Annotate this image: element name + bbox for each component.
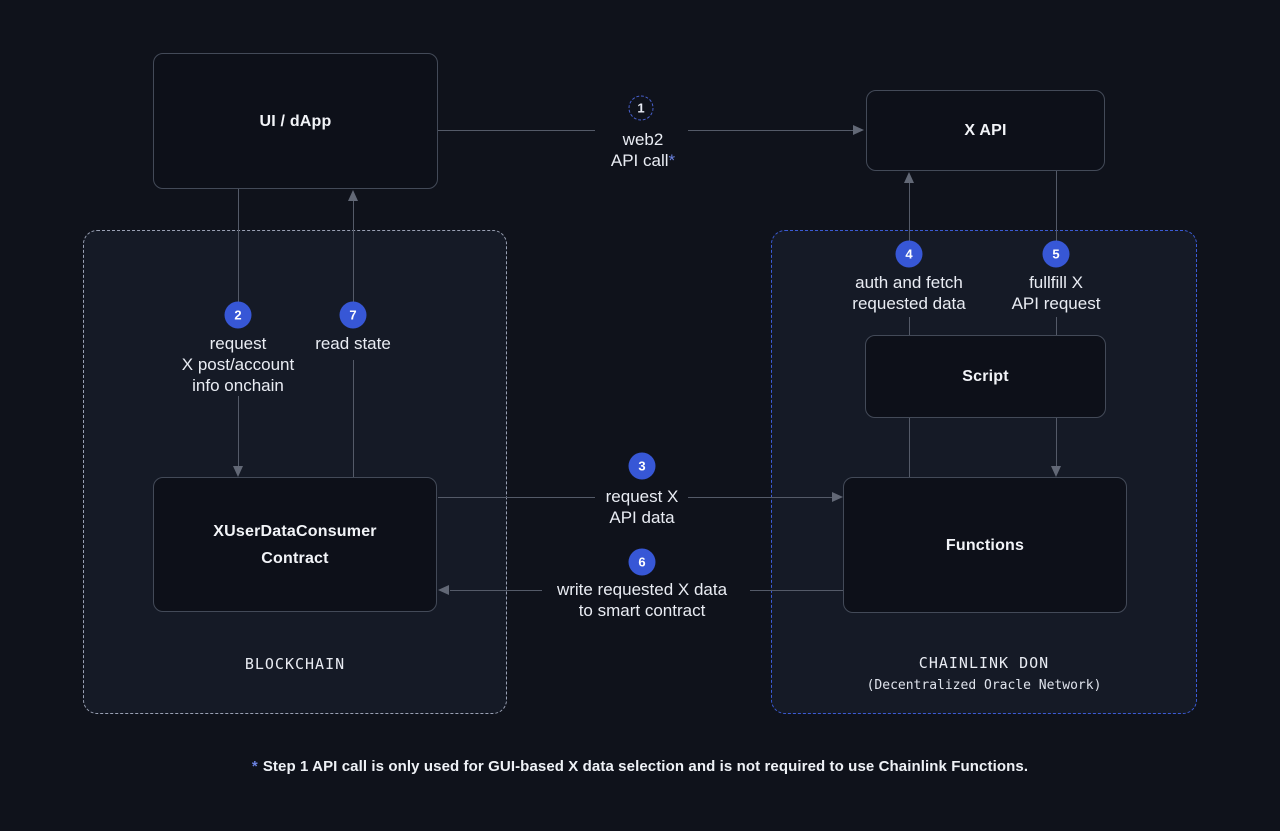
- edge-step3-line-left: [438, 497, 595, 498]
- edge-functions-to-script-line: [909, 418, 910, 477]
- step-1-asterisk: *: [668, 151, 676, 170]
- arrowhead-into-functions-top: [1051, 466, 1061, 477]
- edge-step1-line-left: [438, 130, 595, 131]
- step-7-label: read state: [315, 334, 391, 353]
- chainlink-don-zone-label: CHAINLINK DON: [918, 654, 1050, 672]
- edge-step4-line-upper: [909, 183, 910, 241]
- edge-step4-line-lower: [909, 317, 910, 335]
- node-x-api: X API: [866, 90, 1105, 171]
- step-5-label: fullfill X API request: [1011, 273, 1101, 313]
- step-3-badge: 3: [628, 452, 656, 480]
- step-7-badge: 7: [339, 301, 367, 329]
- edge-script-to-functions-line: [1056, 418, 1057, 466]
- footnote: *Step 1 API call is only used for GUI-ba…: [0, 758, 1280, 775]
- step-2-label: request X post/account info onchain: [181, 334, 295, 395]
- step-1-label: web2 API call*: [610, 130, 676, 170]
- arrowhead-into-contract-top: [233, 466, 243, 477]
- node-ui-dapp: UI / dApp: [153, 53, 438, 189]
- footnote-text: Step 1 API call is only used for GUI-bas…: [262, 758, 1029, 775]
- arrowhead-into-contract-right: [438, 585, 449, 595]
- arrowhead-into-functions-left: [832, 492, 843, 502]
- chainlink-don-zone: [771, 230, 1197, 714]
- edge-step5-line-lower: [1056, 317, 1057, 335]
- arrowhead-into-x-api-bottom: [904, 172, 914, 183]
- node-script: Script: [865, 335, 1106, 418]
- node-functions-label: Functions: [945, 536, 1025, 554]
- node-x-api-label: X API: [964, 122, 1007, 139]
- node-ui-dapp-label: UI / dApp: [259, 112, 332, 130]
- edge-step7-line-upper: [353, 201, 354, 302]
- arrowhead-into-ui-dapp: [348, 190, 358, 201]
- step-1-badge: 1: [628, 95, 654, 121]
- edge-step6-line-left: [450, 590, 542, 591]
- edge-step2-line-lower: [238, 396, 239, 466]
- edge-step7-line-lower: [353, 360, 354, 477]
- blockchain-zone-label: BLOCKCHAIN: [244, 655, 346, 673]
- edge-step1-line-right: [688, 130, 853, 131]
- step-4-label: auth and fetch requested data: [852, 273, 966, 313]
- node-xuserdataconsumer-contract: XUserDataConsumer Contract: [153, 477, 437, 612]
- chainlink-don-zone-sublabel: (Decentralized Oracle Network): [866, 678, 1102, 693]
- edge-step5-line-upper: [1056, 171, 1057, 241]
- arrowhead-into-x-api: [853, 125, 864, 135]
- step-5-badge: 5: [1042, 240, 1070, 268]
- blockchain-zone: [83, 230, 507, 714]
- edge-step3-line-right: [688, 497, 832, 498]
- step-3-label: request X API data: [605, 487, 679, 527]
- step-6-label: write requested X data to smart contract: [556, 580, 728, 620]
- step-2-badge: 2: [224, 301, 252, 329]
- footnote-asterisk: *: [251, 758, 258, 775]
- edge-step6-line-right: [750, 590, 843, 591]
- step-6-badge: 6: [628, 548, 656, 576]
- node-xuserdataconsumer-contract-label: XUserDataConsumer Contract: [213, 522, 377, 567]
- node-script-label: Script: [962, 368, 1009, 385]
- step-4-badge: 4: [895, 240, 923, 268]
- node-functions: Functions: [843, 477, 1127, 613]
- edge-step2-line-upper: [238, 189, 239, 302]
